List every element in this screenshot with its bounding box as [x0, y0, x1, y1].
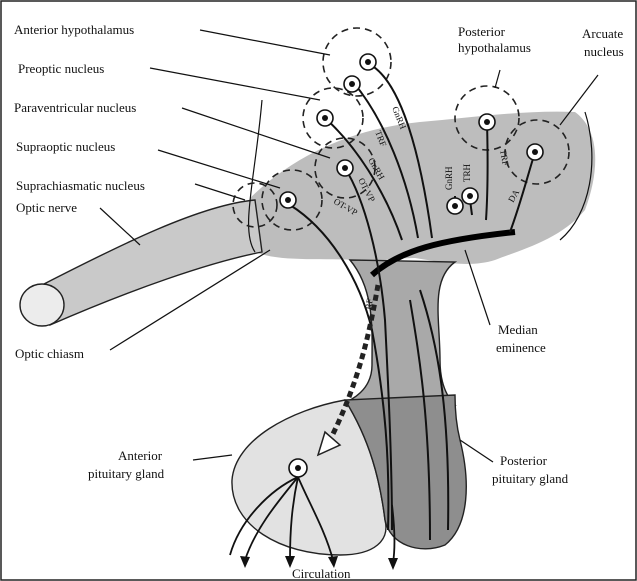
leader-posterior-hypothalamus: [495, 70, 500, 88]
label-median-eminence-line2: eminence: [496, 340, 546, 355]
optic-nerve-shape: [42, 200, 262, 325]
label-gnrh-post: GnRH: [444, 166, 454, 190]
soma-arcuate: [527, 144, 543, 160]
soma-preoptic-2: [317, 110, 333, 126]
leader-suprachiasmatic: [195, 184, 245, 200]
leader-anterior-hypothalamus: [200, 30, 330, 55]
label-optic-chiasm: Optic chiasm: [15, 346, 84, 361]
label-posterior-pituitary-line2: pituitary gland: [492, 471, 569, 486]
label-arcuate-line1: Arcuate: [582, 26, 623, 41]
label-median-eminence-line1: Median: [498, 322, 538, 337]
label-posterior-pituitary-line1: Posterior: [500, 453, 548, 468]
pituitary-stalk: [340, 260, 455, 405]
label-release-factor: RF: [363, 298, 375, 311]
label-supraoptic-nucleus: Supraoptic nucleus: [16, 139, 115, 154]
soma-supraoptic: [280, 192, 296, 208]
leader-posterior-pituitary: [460, 440, 493, 462]
optic-nerve-end: [20, 284, 64, 326]
soma-paraventricular: [337, 160, 353, 176]
hypothalamus-region: [250, 112, 595, 264]
label-circulation: Circulation: [292, 566, 351, 581]
soma-anterior: [360, 54, 376, 70]
label-posterior-hypothalamus-line2: hypothalamus: [458, 40, 531, 55]
label-anterior-pituitary-line2: pituitary gland: [88, 466, 165, 481]
label-optic-nerve: Optic nerve: [16, 200, 77, 215]
leader-preoptic: [150, 68, 320, 100]
label-anterior-pituitary-line1: Anterior: [118, 448, 163, 463]
soma-trh-post: [462, 188, 478, 204]
soma-preoptic: [344, 76, 360, 92]
soma-gnrh-post: [447, 198, 463, 214]
label-trh-post: TRH: [462, 163, 472, 182]
leader-optic-nerve: [100, 208, 140, 245]
label-arcuate-line2: nucleus: [584, 44, 624, 59]
label-paraventricular-nucleus: Paraventricular nucleus: [14, 100, 136, 115]
label-posterior-hypothalamus-line1: Posterior: [458, 24, 506, 39]
soma-pituitary: [289, 459, 307, 477]
soma-posterior: [479, 114, 495, 130]
leader-supraoptic: [158, 150, 280, 188]
label-anterior-hypothalamus: Anterior hypothalamus: [14, 22, 134, 37]
leader-anterior-pituitary: [193, 455, 232, 460]
label-suprachiasmatic-nucleus: Suprachiasmatic nucleus: [16, 178, 145, 193]
label-preoptic-nucleus: Preoptic nucleus: [18, 61, 104, 76]
